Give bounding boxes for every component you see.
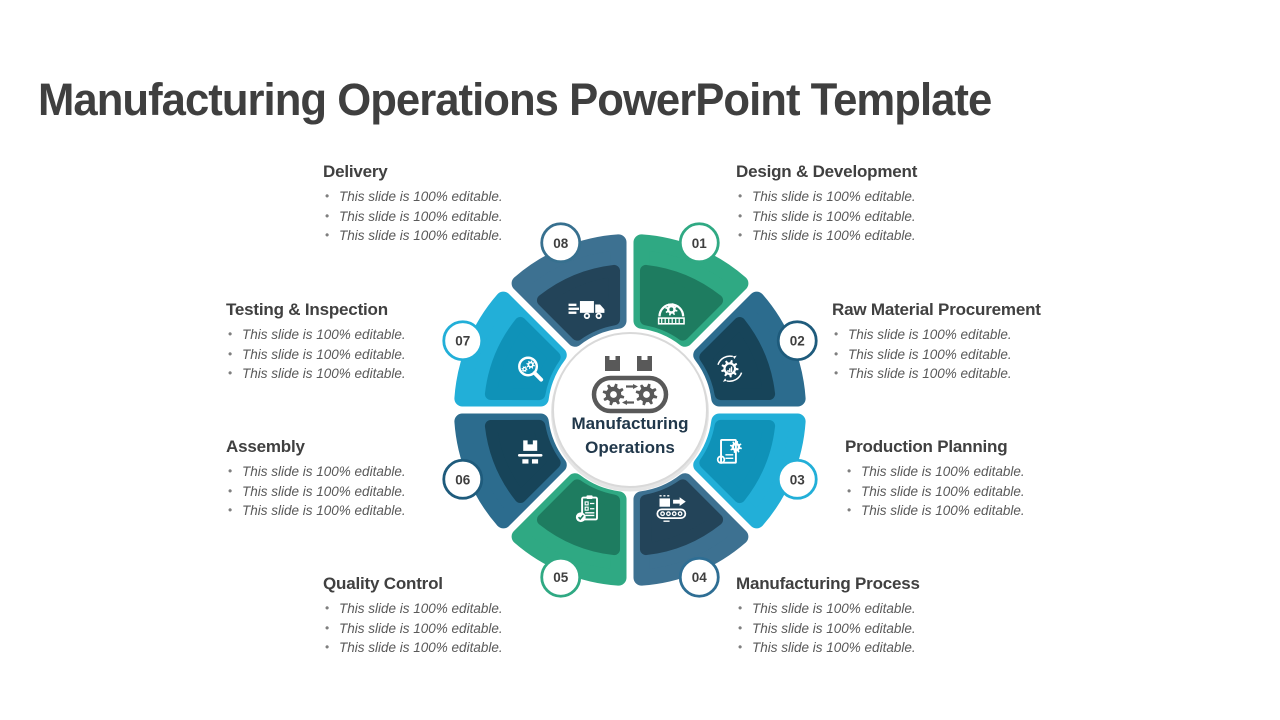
wheel-segments: 01 02 03 04 05 06 07 08	[442, 222, 818, 598]
badge-03	[776, 458, 818, 500]
bullet-item: This slide is 100% editable.	[226, 345, 506, 365]
badge-08-number: 08	[553, 236, 569, 251]
label-block-raw-material: Raw Material Procurement This slide is 1…	[832, 300, 1112, 384]
bullet-item: This slide is 100% editable.	[736, 187, 1016, 207]
badge-06-number: 06	[455, 472, 471, 487]
segment-title: Raw Material Procurement	[832, 300, 1041, 319]
segment-title: Manufacturing Process	[736, 574, 920, 593]
bullet-item: This slide is 100% editable.	[845, 462, 1125, 482]
bullet-item: This slide is 100% editable.	[323, 207, 603, 227]
bullet-list: This slide is 100% editable. This slide …	[845, 462, 1125, 521]
label-block-quality-control: Quality Control This slide is 100% edita…	[323, 574, 603, 658]
badge-05-number: 05	[553, 570, 569, 585]
segment-title: Production Planning	[845, 437, 1008, 456]
badge-08	[540, 222, 582, 264]
badge-02	[776, 320, 818, 362]
label-block-testing-inspection: Testing & Inspection This slide is 100% …	[226, 300, 506, 384]
bullet-item: This slide is 100% editable.	[736, 638, 1016, 658]
segment-title: Assembly	[226, 437, 305, 456]
bullet-item: This slide is 100% editable.	[845, 501, 1125, 521]
center-hub: Manufacturing Operations	[551, 332, 709, 492]
badge-02-number: 02	[790, 334, 805, 349]
bullet-item: This slide is 100% editable.	[736, 207, 1016, 227]
bullet-list: This slide is 100% editable. This slide …	[736, 599, 1016, 658]
bullet-item: This slide is 100% editable.	[736, 619, 1016, 639]
page-title: Manufacturing Operations PowerPoint Temp…	[38, 74, 992, 126]
badge-04	[678, 556, 720, 598]
bullet-item: This slide is 100% editable.	[226, 462, 506, 482]
segment-title: Testing & Inspection	[226, 300, 388, 319]
segment-title: Design & Development	[736, 162, 918, 181]
bullet-list: This slide is 100% editable. This slide …	[323, 187, 603, 246]
bullet-item: This slide is 100% editable.	[832, 364, 1112, 384]
badge-04-number: 04	[692, 570, 708, 585]
badge-05	[540, 556, 582, 598]
bullet-item: This slide is 100% editable.	[226, 501, 506, 521]
bullet-item: This slide is 100% editable.	[323, 638, 603, 658]
bullet-list: This slide is 100% editable. This slide …	[832, 325, 1112, 384]
bullet-item: This slide is 100% editable.	[323, 599, 603, 619]
label-block-delivery: Delivery This slide is 100% editable. Th…	[323, 162, 603, 246]
segment-title: Quality Control	[323, 574, 443, 593]
bullet-item: This slide is 100% editable.	[845, 482, 1125, 502]
bullet-item: This slide is 100% editable.	[323, 187, 603, 207]
bullet-list: This slide is 100% editable. This slide …	[323, 599, 603, 658]
bullet-list: This slide is 100% editable. This slide …	[736, 187, 1016, 246]
bullet-item: This slide is 100% editable.	[323, 619, 603, 639]
badge-06	[442, 458, 484, 500]
badge-01-number: 01	[692, 236, 708, 251]
badge-07	[442, 320, 484, 362]
bullet-list: This slide is 100% editable. This slide …	[226, 462, 506, 521]
badge-01	[678, 222, 720, 264]
bullet-item: This slide is 100% editable.	[736, 226, 1016, 246]
segment-title: Delivery	[323, 162, 388, 181]
bullet-item: This slide is 100% editable.	[736, 599, 1016, 619]
badge-07-number: 07	[455, 334, 470, 349]
bullet-item: This slide is 100% editable.	[323, 226, 603, 246]
bullet-item: This slide is 100% editable.	[226, 482, 506, 502]
hub-title-line1: Manufacturing	[571, 414, 688, 433]
badge-03-number: 03	[790, 472, 806, 487]
segment-08-inner	[536, 264, 621, 341]
segment-02-inner	[699, 316, 776, 401]
label-block-manufacturing-process: Manufacturing Process This slide is 100%…	[736, 574, 1016, 658]
hub-title-line2: Operations	[585, 438, 675, 457]
bullet-item: This slide is 100% editable.	[832, 345, 1112, 365]
process-wheel-diagram: 01 02 03 04 05 06 07 08 Manufacturing Operation…	[442, 222, 818, 598]
label-block-design-development: Design & Development This slide is 100% …	[736, 162, 1016, 246]
label-block-production-planning: Production Planning This slide is 100% e…	[845, 437, 1125, 521]
bullet-item: This slide is 100% editable.	[226, 325, 506, 345]
bullet-item: This slide is 100% editable.	[226, 364, 506, 384]
label-block-assembly: Assembly This slide is 100% editable. Th…	[226, 437, 506, 521]
bullet-list: This slide is 100% editable. This slide …	[226, 325, 506, 384]
bullet-item: This slide is 100% editable.	[832, 325, 1112, 345]
